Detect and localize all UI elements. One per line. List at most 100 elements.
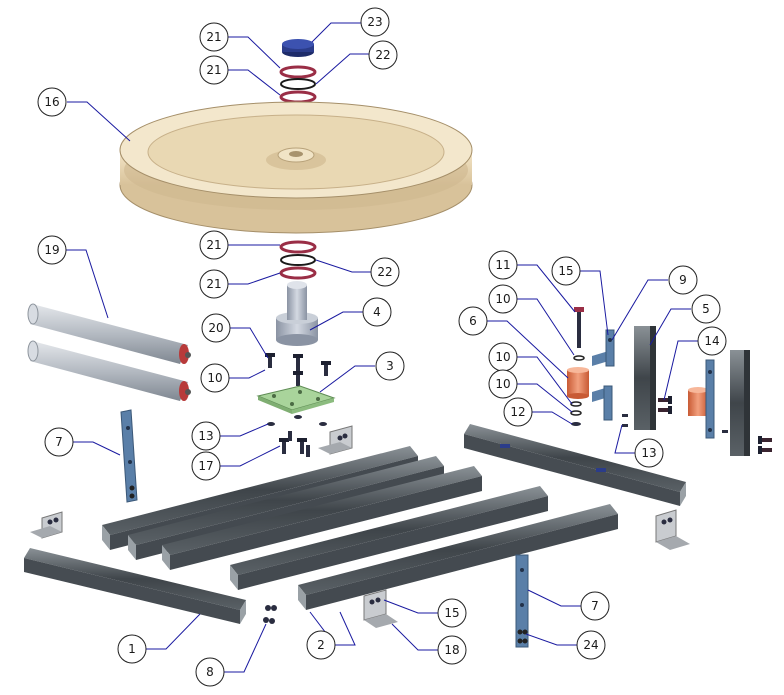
balloon-label: 8 — [206, 665, 214, 679]
balloon-circle — [37, 235, 67, 265]
balloon-label: 21 — [206, 30, 221, 44]
balloon-circle — [195, 657, 225, 687]
leader-12 — [532, 411, 573, 425]
balloon-16: 16 — [37, 87, 67, 117]
extrusion-front-left — [24, 548, 246, 624]
leader-7a — [73, 441, 121, 456]
balloon-18: 18 — [437, 635, 467, 665]
balloon-circle — [576, 630, 606, 660]
balloon-circle — [368, 40, 398, 70]
balloon-22: 22 — [370, 257, 400, 287]
balloon-17: 17 — [191, 451, 221, 481]
balloon-13: 13 — [634, 438, 664, 468]
balloon-circle — [199, 22, 229, 52]
leader-19 — [66, 249, 109, 319]
leader-21a — [228, 36, 281, 69]
leader-18 — [391, 623, 438, 651]
leader-10c — [517, 356, 573, 405]
upright-right — [730, 350, 750, 456]
balloon-label: 10 — [495, 377, 510, 391]
balloon-label: 19 — [44, 243, 59, 257]
leader-24 — [525, 633, 577, 646]
balloon-circle — [201, 313, 231, 343]
cap-part — [282, 39, 314, 57]
balloon-label: 18 — [444, 643, 459, 657]
balloon-4: 4 — [362, 297, 392, 327]
balloon-label: 23 — [367, 15, 382, 29]
strap-left — [120, 409, 138, 503]
balloon-circle — [199, 55, 229, 85]
balloon-circle — [362, 297, 392, 327]
balloon-22: 22 — [368, 40, 398, 70]
balloon-label: 6 — [469, 314, 477, 328]
leader-21b — [228, 69, 281, 96]
balloon-circle — [199, 269, 229, 299]
balloon-circle — [503, 397, 533, 427]
balloon-5: 5 — [691, 294, 721, 324]
balloon-21: 21 — [199, 22, 229, 52]
balloon-7: 7 — [44, 427, 74, 457]
parts-layer — [24, 39, 772, 648]
leader-5 — [649, 308, 691, 346]
washer-stack-bottom — [279, 240, 317, 280]
angle-bracket-right — [655, 509, 690, 550]
balloon-circle — [191, 421, 221, 451]
balloon-circle — [551, 256, 581, 286]
balloon-circle — [668, 265, 698, 295]
balloon-label: 4 — [373, 305, 381, 319]
strap-right — [515, 554, 529, 648]
leader-20 — [230, 327, 269, 359]
leader-14 — [663, 340, 698, 401]
balloon-label: 7 — [55, 435, 63, 449]
balloon-circle — [44, 427, 74, 457]
balloon-label: 7 — [591, 599, 599, 613]
balloon-label: 10 — [495, 350, 510, 364]
balloon-13: 13 — [191, 421, 221, 451]
nuts-8 — [263, 605, 277, 624]
balloon-label: 22 — [375, 48, 390, 62]
balloon-2: 2 — [306, 630, 336, 660]
balloon-circle — [697, 326, 727, 356]
leader-6 — [487, 320, 569, 379]
balloon-6: 6 — [458, 306, 488, 336]
washer-stack-top — [279, 65, 317, 104]
leader-11 — [517, 264, 576, 313]
balloon-label: 3 — [386, 359, 394, 373]
balloon-11: 11 — [488, 250, 518, 280]
leader-7b — [527, 589, 581, 607]
balloon-label: 21 — [206, 238, 221, 252]
balloon-label: 24 — [583, 638, 598, 652]
balloon-circle — [691, 294, 721, 324]
balloon-7: 7 — [580, 591, 610, 621]
leader-13a — [220, 423, 269, 437]
leader-10b — [517, 298, 575, 356]
roller-upper — [27, 303, 191, 364]
balloon-circle — [360, 7, 390, 37]
balloon-12: 12 — [503, 397, 533, 427]
balloon-circle — [458, 306, 488, 336]
balloon-label: 13 — [198, 429, 213, 443]
upright-5 — [634, 326, 656, 430]
leader-22a — [315, 53, 369, 85]
angle-bracket-bottom — [363, 589, 398, 628]
balloon-circle — [117, 634, 147, 664]
long-bolt — [574, 307, 584, 348]
balloon-circle — [37, 87, 67, 117]
leader-9 — [611, 279, 668, 341]
balloon-circle — [199, 230, 229, 260]
leader-16 — [67, 101, 131, 142]
leader-10a — [229, 369, 266, 379]
balloon-circle — [634, 438, 664, 468]
balloon-label: 22 — [377, 265, 392, 279]
mount-bracket-upper — [592, 329, 615, 367]
balloon-label: 9 — [679, 273, 687, 287]
balloon-label: 2 — [317, 638, 325, 652]
extrusion-set-center — [102, 446, 618, 610]
spacer-stack — [567, 355, 589, 426]
balloon-label: 16 — [44, 95, 59, 109]
balloon-circle — [580, 591, 610, 621]
plate-hardware — [267, 415, 327, 457]
balloon-circle — [488, 284, 518, 314]
